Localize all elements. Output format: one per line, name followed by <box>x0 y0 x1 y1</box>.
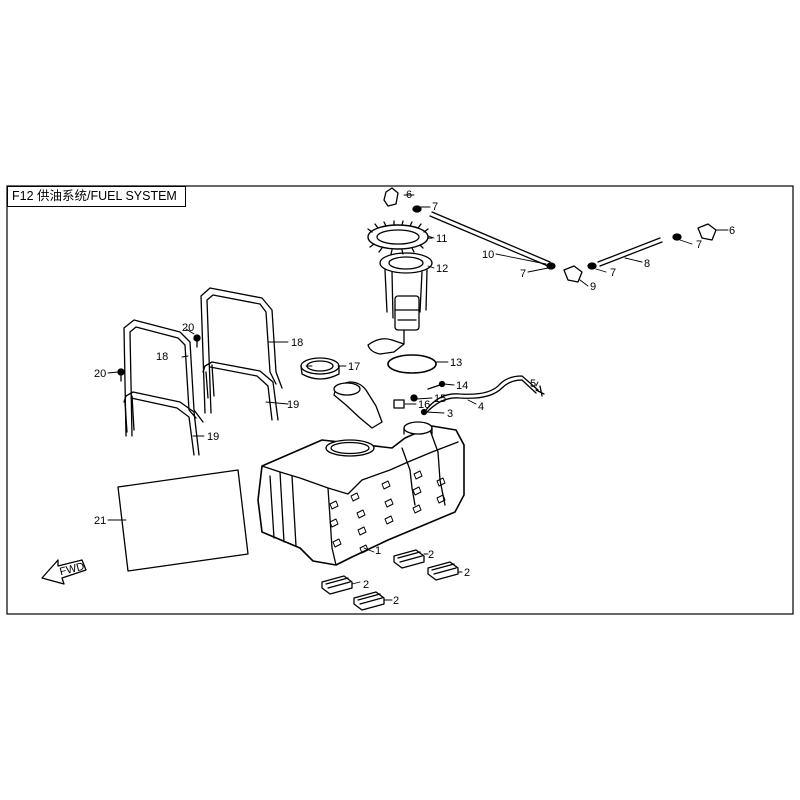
callout-20b: 20 <box>94 368 106 380</box>
callout-7b: 7 <box>520 268 526 280</box>
callout-10: 10 <box>482 249 494 261</box>
callout-7a: 7 <box>432 201 438 213</box>
callout-2b: 2 <box>464 567 470 579</box>
callout-numbers: 1 2 2 2 2 3 4 5 6 6 7 7 7 7 8 9 10 11 12… <box>58 189 735 607</box>
leader-lines <box>107 194 729 601</box>
callout-8: 8 <box>644 258 650 270</box>
filler-neck <box>333 381 383 429</box>
part-2-pad-d <box>353 591 385 611</box>
part-11-lock-ring <box>367 220 433 255</box>
callout-17: 17 <box>348 361 360 373</box>
callout-15: 15 <box>434 393 446 405</box>
part-18-strap-right <box>200 287 283 414</box>
part-6-hose-fitting-left <box>383 187 399 207</box>
callout-2c: 2 <box>363 579 369 591</box>
fwd-label: FWD <box>58 561 85 579</box>
callout-9: 9 <box>590 281 596 293</box>
part-19-strap-upper <box>202 361 279 421</box>
part-8-fuel-hose <box>597 237 663 267</box>
callout-19a: 19 <box>287 399 299 411</box>
part-9-connector <box>563 265 583 283</box>
callout-14: 14 <box>456 380 468 392</box>
part-1-fuel-tank <box>257 421 465 566</box>
part-4-vent-hose <box>425 375 539 414</box>
callout-11: 11 <box>436 233 447 245</box>
part-10-fuel-hose <box>429 211 551 267</box>
part-20-bolt-lower <box>117 368 125 382</box>
part-17-filler-cap <box>300 357 340 380</box>
callout-1: 1 <box>375 545 381 557</box>
callout-19b: 19 <box>207 431 219 443</box>
part-12-fuel-pump <box>367 252 433 355</box>
part-15-clamp <box>410 394 418 402</box>
callout-7c: 7 <box>610 267 616 279</box>
callout-21: 21 <box>94 515 106 527</box>
callout-6a: 6 <box>406 189 412 201</box>
diagram-border <box>6 185 794 615</box>
part-18-strap-left <box>123 319 204 437</box>
part-6-hose-fitting-right <box>697 223 717 241</box>
callout-4: 4 <box>478 401 484 413</box>
part-20-bolt-upper <box>193 334 201 348</box>
callout-18a: 18 <box>156 351 168 363</box>
part-5-check-valve <box>535 385 545 397</box>
callout-18b: 18 <box>291 337 303 349</box>
part-14-bolt <box>427 380 446 390</box>
part-16-valve <box>393 399 405 409</box>
callout-3: 3 <box>447 408 453 420</box>
callout-16: 16 <box>418 399 430 411</box>
callout-20a: 20 <box>182 322 194 334</box>
part-21-label-sheet <box>117 469 249 572</box>
part-13-o-ring <box>387 354 437 374</box>
part-7-clamp-right <box>672 233 682 241</box>
callout-2d: 2 <box>393 595 399 607</box>
part-19-strap-lower <box>123 391 200 456</box>
fwd-arrow-icon <box>41 559 87 585</box>
callout-6b: 6 <box>729 225 735 237</box>
part-2-pad-a <box>393 549 425 569</box>
part-2-pad-b <box>427 561 459 581</box>
part-7-clamp-mid-right <box>587 262 597 270</box>
page-title: F12 供油系统/FUEL SYSTEM <box>7 186 186 207</box>
callout-7d: 7 <box>696 239 702 251</box>
part-2-pad-c <box>321 575 353 595</box>
callout-5: 5 <box>530 378 536 390</box>
callout-12: 12 <box>436 263 448 275</box>
tank-pad-details <box>329 470 446 554</box>
callout-2a: 2 <box>428 549 434 561</box>
callout-13: 13 <box>450 357 462 369</box>
part-7-clamp-mid-left <box>546 262 556 270</box>
part-7-clamp-left <box>412 205 422 213</box>
